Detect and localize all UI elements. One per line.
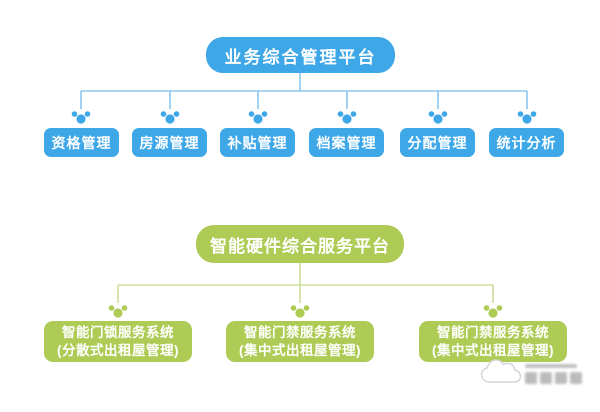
tree2-child-subtitle: (分散式出租屋管理) <box>57 342 179 358</box>
tree1-child-node: 档案管理 <box>309 128 384 157</box>
tree2-child-subtitle: (集中式出租屋管理) <box>239 342 361 358</box>
tree2-child-node: 智能门禁服务系统 (集中式出租屋管理) <box>419 321 567 362</box>
tree1-child-node: 统计分析 <box>489 128 564 157</box>
tree1-child-node: 补贴管理 <box>220 128 295 157</box>
tree1-child-node: 资格管理 <box>44 128 119 157</box>
watermark-english-line <box>525 364 577 368</box>
watermark-cjk-line <box>525 372 585 384</box>
tree1-child-node: 房源管理 <box>132 128 207 157</box>
tree2-child-node: 智能门锁服务系统 (分散式出租屋管理) <box>44 321 192 362</box>
tree2-child-title: 智能门禁服务系统 <box>244 324 356 340</box>
tree2-child-title: 智能门锁服务系统 <box>62 324 174 340</box>
tree1-child-node: 分配管理 <box>400 128 475 157</box>
watermark-text-block <box>525 364 585 384</box>
tree2-root-node: 智能硬件综合服务平台 <box>196 225 404 263</box>
watermark-logo <box>480 358 598 404</box>
cloud-logo-icon <box>480 359 522 383</box>
tree2-child-title: 智能门禁服务系统 <box>437 324 549 340</box>
tree2-child-node: 智能门禁服务系统 (集中式出租屋管理) <box>226 321 374 362</box>
dot-arrowhead-icon <box>71 111 537 124</box>
tree1-root-node: 业务综合管理平台 <box>206 37 395 73</box>
tree2-connectors <box>108 263 503 318</box>
tree1-connectors <box>71 73 537 124</box>
tree2-child-subtitle: (集中式出租屋管理) <box>432 342 554 358</box>
dot-arrowhead-icon <box>108 305 503 318</box>
